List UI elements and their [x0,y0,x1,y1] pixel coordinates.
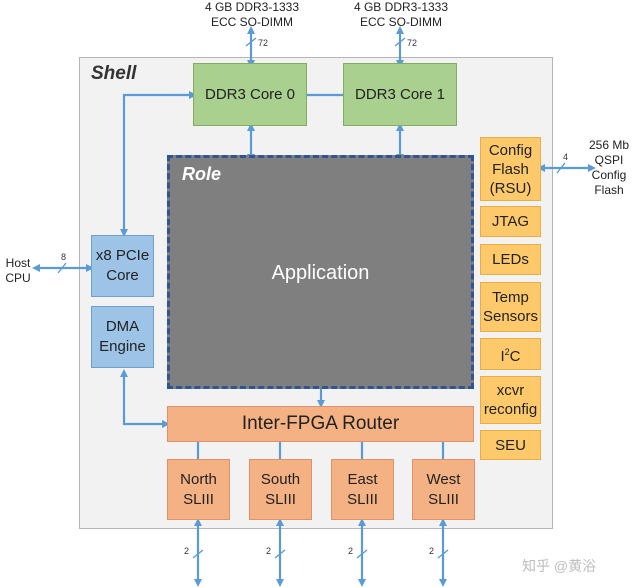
inter-fpga-router: Inter-FPGA Router [167,406,474,442]
dma-router-link [120,369,170,428]
ddr3-core-1: DDR3 Core 1 [343,63,457,126]
east-width: 2 [348,546,354,556]
dimm1-width: 72 [407,38,418,48]
ddr3-core-0: DDR3 Core 0 [193,63,307,126]
i2c-block: I2C [480,338,541,370]
pcie-ddr-link [120,91,197,237]
dimm1-label: 4 GB DDR3-1333 ECC SO-DIMM [353,0,449,29]
role-region [167,155,474,389]
qspi-flash-label: 256 Mb QSPI Config Flash [588,138,630,197]
leds-block: LEDs [480,244,541,275]
south-width: 2 [266,546,272,556]
flash-width: 4 [563,152,569,162]
dimm0-label: 4 GB DDR3-1333 ECC SO-DIMM [204,0,300,29]
pcie-width: 8 [61,252,67,262]
dma-engine: DMA Engine [91,306,154,368]
xcvr-reconfig-block: xcvr reconfig [480,376,541,424]
watermark-text: 知乎 @黄浴 [522,558,597,574]
jtag-block: JTAG [480,206,541,237]
shell-label: Shell [91,63,137,84]
west-width: 2 [429,546,435,556]
application-label: Application [271,262,370,284]
dimm0-width: 72 [258,38,269,48]
north-width: 2 [184,546,190,556]
pcie-core: x8 PCIe Core [91,235,154,297]
role-label: Role [182,164,222,184]
config-flash-rsu: Config Flash (RSU) [480,137,541,201]
host-cpu-label: Host CPU [5,256,31,285]
temp-sensors-block: Temp Sensors [480,282,541,332]
seu-block: SEU [480,430,541,460]
